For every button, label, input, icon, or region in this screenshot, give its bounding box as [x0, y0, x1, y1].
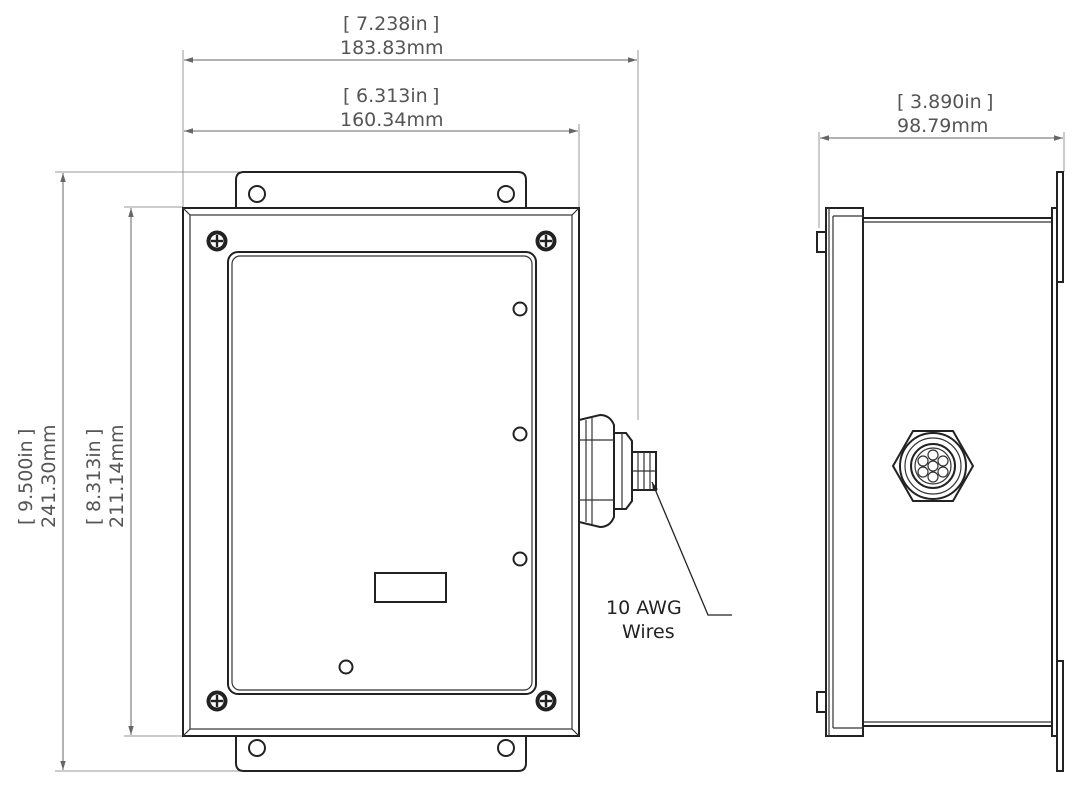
cable-gland [578, 413, 657, 529]
enclosure-width-dimension: [ 6.313in ] 160.34mm [184, 85, 580, 208]
overall-width-mm-label: 183.83mm [340, 37, 444, 59]
rear-mounting-plate [1051, 207, 1058, 737]
side-screw-top [816, 231, 827, 253]
overall-height-dimension: [ 9.500in ] 241.30mm [15, 171, 240, 772]
rear-flange-bottom [1056, 660, 1064, 772]
top-mounting-flange [235, 171, 527, 208]
screw-top-left-icon [206, 230, 228, 252]
lid-panel [227, 251, 537, 695]
enclosure-height-dimension: [ 8.313in ] 211.14mm [83, 206, 183, 737]
enclosure-height-in-label: 8.313in [83, 440, 105, 512]
mounting-hole-bottom-right [497, 739, 515, 757]
screw-top-right-icon [535, 230, 557, 252]
screw-bottom-left-icon [206, 690, 228, 712]
rear-flange-top [1056, 171, 1064, 283]
enclosure-height-mm-label: 211.14mm [106, 425, 128, 529]
label-window [374, 572, 447, 603]
wires-callout-line1: 10 AWG [606, 597, 682, 619]
overall-height-bracket-right: ] [15, 429, 37, 436]
overall-width-bracket-right: ] [432, 13, 439, 35]
mounting-hole-top-left [248, 185, 266, 203]
side-view: [ 3.890in ] 98.79mm [816, 91, 1065, 772]
depth-in-label: 3.890in [910, 91, 982, 113]
enclosure-height-bracket-right: ] [83, 429, 105, 436]
wires-callout-leader [651, 481, 732, 616]
enclosure-height-bracket-left: [ [83, 518, 105, 525]
enclosure-bevel [189, 214, 573, 730]
indicator-led-2 [512, 426, 528, 442]
depth-bracket-right: ] [986, 91, 993, 113]
overall-height-bracket-left: [ [15, 518, 37, 525]
overall-width-bracket-left: [ [343, 13, 350, 35]
indicator-led-4 [338, 659, 354, 675]
enclosure-width-mm-label: 160.34mm [340, 109, 444, 131]
mounting-hole-top-right [497, 185, 515, 203]
overall-height-in-label: 9.500in [15, 440, 37, 512]
enclosure-width-bracket-right: ] [432, 85, 439, 107]
side-screw-bottom [816, 691, 827, 713]
cable-gland-end-view-icon [891, 430, 975, 502]
indicator-led-1 [512, 301, 528, 317]
depth-mm-label: 98.79mm [897, 115, 988, 137]
overall-height-mm-label: 241.30mm [38, 425, 60, 529]
overall-width-in-label: 7.238in [356, 13, 428, 35]
front-view: 10 AWG Wires [182, 171, 732, 772]
wires-callout-line2: Wires [622, 621, 675, 643]
indicator-led-3 [512, 551, 528, 567]
lid-panel-inner [231, 255, 533, 691]
depth-dimension: [ 3.890in ] 98.79mm [818, 91, 1065, 228]
overall-width-dimension: [ 7.238in ] 183.83mm [182, 13, 639, 420]
enclosure-width-in-label: 6.313in [356, 85, 428, 107]
side-body [862, 217, 1053, 727]
bottom-mounting-flange [235, 736, 527, 772]
side-lid [825, 207, 864, 737]
depth-bracket-left: [ [897, 91, 904, 113]
enclosure-width-bracket-left: [ [343, 85, 350, 107]
enclosure-outer [182, 207, 580, 737]
mounting-hole-bottom-left [248, 739, 266, 757]
screw-bottom-right-icon [535, 690, 557, 712]
